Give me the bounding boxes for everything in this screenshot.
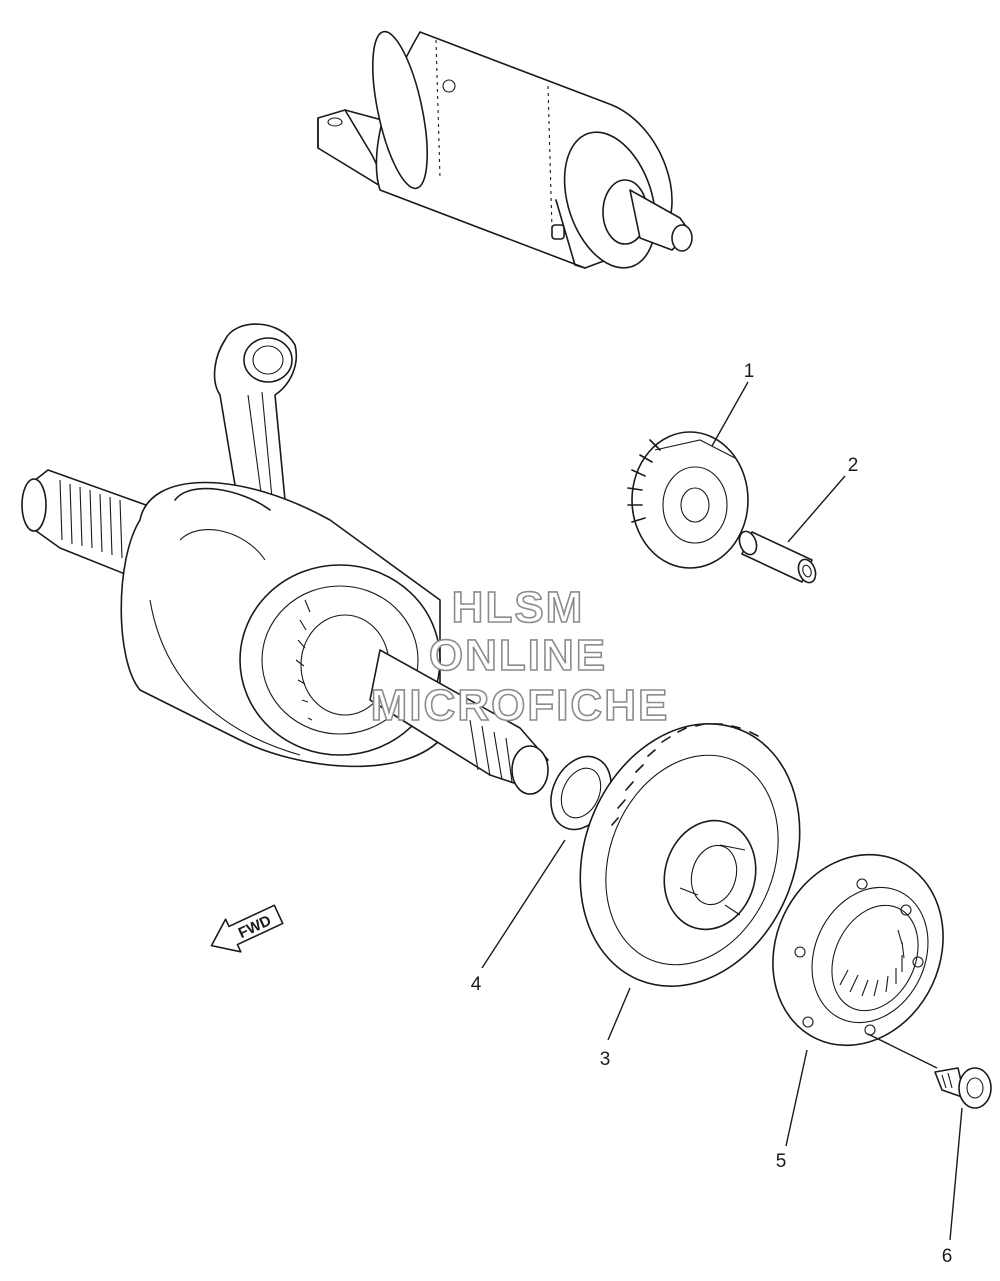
fwd-direction-arrow: FWD	[210, 904, 284, 953]
part-5-one-way-clutch	[772, 853, 944, 1047]
callout-labels: 1 2 3 4 5 6	[471, 361, 953, 1267]
part-3-starter-wheel-gear	[579, 722, 801, 988]
callout-3: 3	[600, 1049, 611, 1070]
callout-2: 2	[848, 455, 859, 476]
watermark: HLSM ONLINE MICROFICHE	[370, 582, 670, 731]
callout-5: 5	[776, 1151, 787, 1172]
watermark-line-1: HLSM	[452, 583, 585, 632]
part-1-idler-gear	[627, 431, 749, 569]
crankshaft-assembly	[21, 323, 549, 795]
starter-motor	[317, 30, 693, 269]
part-6-bolt	[934, 1067, 992, 1109]
watermark-line-2: ONLINE	[429, 631, 607, 680]
leader-lines	[481, 381, 963, 1241]
callout-4: 4	[471, 974, 482, 995]
callout-6: 6	[942, 1246, 953, 1267]
callout-1: 1	[744, 361, 755, 382]
part-2-shaft	[738, 530, 817, 584]
watermark-line-3: MICROFICHE	[371, 681, 670, 730]
